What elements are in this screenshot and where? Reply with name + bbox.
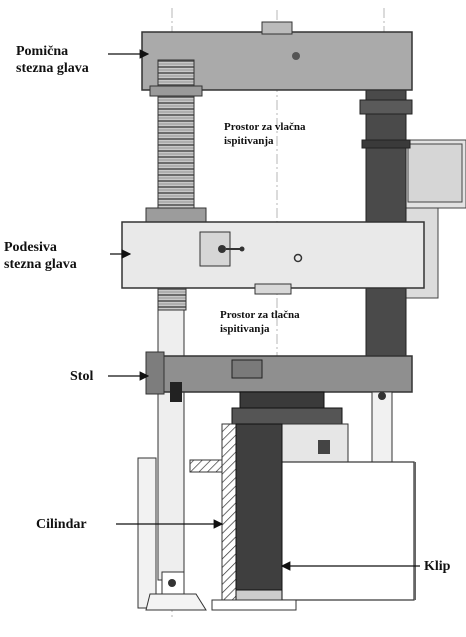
lower-screw xyxy=(157,287,187,311)
left-lower-column xyxy=(157,309,185,581)
right-column-collar xyxy=(359,99,413,115)
label-podesiva-stezna-glava: Podesiva stezna glava xyxy=(4,239,77,273)
crosshead-hole xyxy=(293,253,303,263)
label-line: stezna glava xyxy=(4,257,77,272)
threaded-screw xyxy=(157,59,195,221)
label-line: stezna glava xyxy=(16,61,89,76)
table xyxy=(149,355,413,393)
label-klip: Klip xyxy=(424,559,451,574)
base-frame xyxy=(279,461,415,601)
label-pomicna-stezna-glava: Pomična stezna glava xyxy=(16,43,89,77)
label-line: ispitivanja xyxy=(224,135,274,147)
label-line: ispitivanja xyxy=(220,323,270,335)
label-prostor-vlacna: Prostor za vlačna ispitivanja xyxy=(224,120,305,148)
cylinder-wall xyxy=(221,423,237,611)
label-prostor-tlacna: Prostor za tlačna ispitivanja xyxy=(220,308,300,336)
adjustable-crosshead xyxy=(121,221,425,289)
label-arrows xyxy=(108,49,420,571)
label-line: Pomična xyxy=(16,44,69,59)
label-cilindar: Cilindar xyxy=(36,517,87,532)
crosshead-bolt xyxy=(292,52,300,60)
label-line: Prostor za vlačna xyxy=(224,121,306,133)
label-stol: Stol xyxy=(70,369,94,384)
right-column xyxy=(365,84,407,358)
piston xyxy=(235,423,283,611)
label-line: Podesiva xyxy=(4,240,57,255)
label-line: Prostor za tlačna xyxy=(220,309,300,321)
